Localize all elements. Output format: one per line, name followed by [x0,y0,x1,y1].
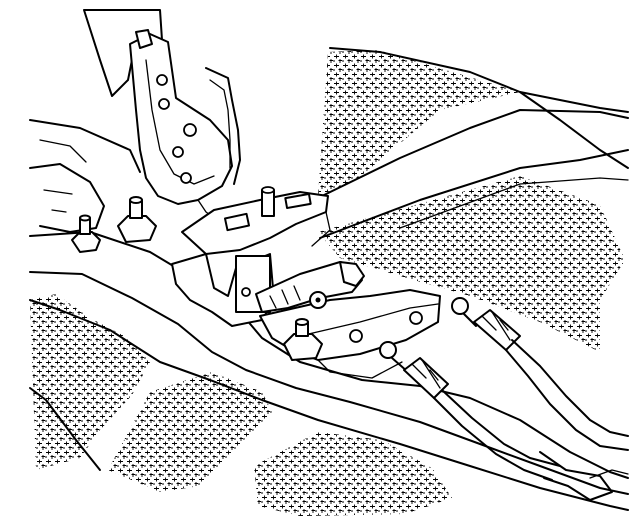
latch-plate-hole [241,287,251,297]
mounting-nut [283,318,323,361]
shaded-region-bottom-left [108,372,272,492]
rail-right-side [519,91,629,169]
shaded-floor-panel [30,50,625,516]
bracket-lower-edge [317,359,403,379]
shaded-region-right [318,176,625,352]
rail-upper-edge [321,109,629,197]
left-lower-wheel-edge [29,387,101,471]
cable-end-ball-upper [451,297,469,315]
left-frame-top [29,119,141,173]
hinge-pivot-bolt [135,29,153,49]
front-edge-notch [589,469,629,479]
cable-lower-ferrule-rings [411,359,441,389]
hinge-hole-3 [183,123,197,137]
front-edge-curve [539,451,613,501]
hinge-spring-inner [209,79,231,169]
rail-inner-line [399,177,629,229]
mounting-nut [117,196,157,243]
shaded-region-left [30,294,150,470]
bracket-hole-2 [409,311,423,325]
hood-latch-bracket [171,186,441,379]
hinge-spring-arm [205,67,241,185]
latch-lever [255,261,365,313]
cable-upper-sheath-a [511,339,629,437]
hood-hinge-arm [83,9,241,227]
mounting-nuts [71,196,323,361]
rail-mid-edge [319,149,629,239]
latch-stud-top [261,186,275,194]
main-crossmember-top [29,231,629,479]
lower-floor-edge [29,299,629,511]
lever-grip-lines [269,285,301,309]
left-frame-detail [39,139,87,213]
latch-slot-left [223,212,251,232]
rail-top-edge [329,47,629,113]
hinge-arm-body [129,33,233,205]
cable-upper-ferrule-rings [481,311,511,341]
latch-slot-right [284,192,312,210]
main-crossmember-bottom [29,271,629,495]
cable-lower-sheath-a [441,389,561,467]
bracket-hole-1 [349,329,363,343]
hinge-hole-1 [156,74,168,86]
hinge-hole-2 [158,98,170,110]
mounting-nut [71,214,101,253]
frame-rail [29,47,629,511]
hinge-arm-inner-edge [145,59,215,185]
hinge-hole-4 [172,146,184,158]
cable-lower-sheath-b [433,397,553,481]
cable-upper-stem [463,313,477,327]
bracket-fold-line [299,303,439,337]
cable-end-ball-lower [379,341,397,359]
left-frame-lower [29,163,105,233]
cable-upper-sheath-b [505,349,629,451]
hinge-hole-5 [180,172,192,184]
shaded-region-bottom [254,432,452,516]
lever-tip [339,261,365,287]
cable-upper-ferrule [473,309,521,351]
release-cable [379,297,629,481]
shaded-region-upper-right [318,50,520,196]
lever-pivot-center [315,297,321,303]
